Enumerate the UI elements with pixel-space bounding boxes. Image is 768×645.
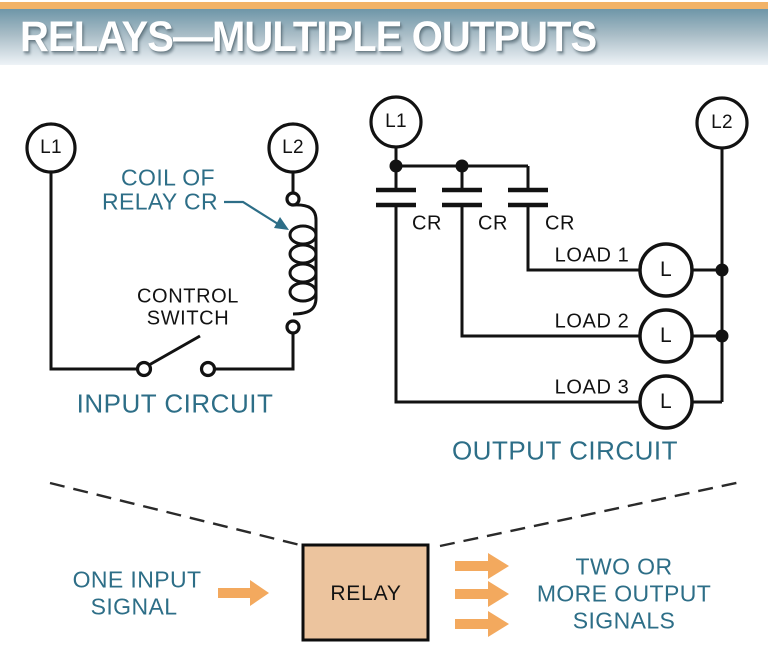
switch-terminal-left xyxy=(135,360,153,378)
output-l2-terminal-circle xyxy=(695,96,749,150)
banner: RELAYS—MULTIPLE OUTPUTS xyxy=(0,0,768,65)
load1-lamp-circle xyxy=(638,242,694,298)
output-signals-line3: SIGNALS xyxy=(572,607,676,634)
load2-lamp-circle xyxy=(638,308,694,364)
coil-terminal-top xyxy=(285,191,301,207)
junction-dot xyxy=(715,329,729,343)
output-circuit-caption: OUTPUT CIRCUIT xyxy=(451,435,679,466)
leader-line xyxy=(224,200,279,225)
coil-label-line2: RELAY CR xyxy=(101,188,219,215)
input-circuit-graphic xyxy=(25,122,319,378)
load3-label: LOAD 3 xyxy=(554,376,630,399)
one-input-signal-line2: SIGNAL xyxy=(90,593,178,620)
coil-spine xyxy=(292,203,318,316)
input-l1-wire xyxy=(49,172,137,371)
junction-dot xyxy=(715,263,729,277)
switch-terminal-right xyxy=(199,360,217,378)
load2-lamp-letter: L xyxy=(660,324,672,347)
load3-lamp-letter: L xyxy=(660,390,672,413)
input-circuit-caption: INPUT CIRCUIT xyxy=(76,388,274,419)
input-l1-terminal-circle xyxy=(25,122,77,174)
output-l2-label: L2 xyxy=(711,112,733,133)
control-switch xyxy=(135,334,217,378)
load-lamps xyxy=(638,242,722,430)
junction-dot xyxy=(455,159,469,173)
input-signal-arrow-icon xyxy=(218,580,269,606)
contact-cr1-label: CR xyxy=(411,212,443,235)
coil-loop xyxy=(288,224,318,246)
input-l2-terminal-circle xyxy=(267,122,319,174)
relay-box xyxy=(301,543,430,642)
coil-loop xyxy=(288,281,318,303)
one-input-signal-line1: ONE INPUT xyxy=(72,566,202,593)
output-signal-arrow-icon xyxy=(455,581,509,607)
leader-arrowhead-icon xyxy=(274,217,289,230)
output-l1-terminal-circle xyxy=(369,95,423,149)
output-signals-line2: MORE OUTPUT xyxy=(536,580,712,607)
banner-accent-stripe xyxy=(0,2,768,9)
contact-to-load2-wire xyxy=(460,207,640,338)
contact-cr3-label: CR xyxy=(544,212,576,235)
load1-lamp-letter: L xyxy=(660,258,672,281)
dashed-line-right xyxy=(439,480,742,548)
load1-label: LOAD 1 xyxy=(554,244,630,267)
dashed-line-left xyxy=(49,481,305,548)
coil-leader-arrow xyxy=(224,200,289,230)
banner-gradient xyxy=(0,9,768,65)
load2-label: LOAD 2 xyxy=(554,310,630,333)
relay-contact-cr3 xyxy=(508,166,640,272)
contact-cr2-label: CR xyxy=(477,212,509,235)
coil-terminal-bottom xyxy=(285,319,301,335)
coil-label-line1: COIL OF xyxy=(121,164,215,191)
coil-loop xyxy=(288,243,318,265)
switch-blade xyxy=(148,334,201,367)
coil-of-relay-cr xyxy=(285,191,318,335)
input-l1-label: L1 xyxy=(40,137,62,158)
relay-contact-cr1 xyxy=(376,166,640,404)
input-l2-label: L2 xyxy=(282,137,304,158)
relay-summary-graphic xyxy=(49,480,742,642)
coil-loop xyxy=(288,262,318,284)
output-signal-arrow-icon xyxy=(455,611,509,637)
input-switch-to-coil-wire xyxy=(214,333,295,371)
output-signals-line1: TWO OR xyxy=(575,553,673,580)
junction-dot xyxy=(389,159,403,173)
relay-box-label: RELAY xyxy=(330,582,402,605)
control-switch-label-line1: CONTROL xyxy=(137,285,239,308)
load3-lamp-circle xyxy=(638,374,694,430)
output-l1-label: L1 xyxy=(385,111,407,132)
page-title: RELAYS—MULTIPLE OUTPUTS xyxy=(20,13,597,61)
contact-to-load1-wire xyxy=(526,207,640,272)
output-circuit-graphic xyxy=(369,95,749,430)
output-signal-arrow-icon xyxy=(455,553,509,579)
contact-to-load3-wire xyxy=(394,207,640,404)
control-switch-label-line2: SWITCH xyxy=(146,307,230,330)
